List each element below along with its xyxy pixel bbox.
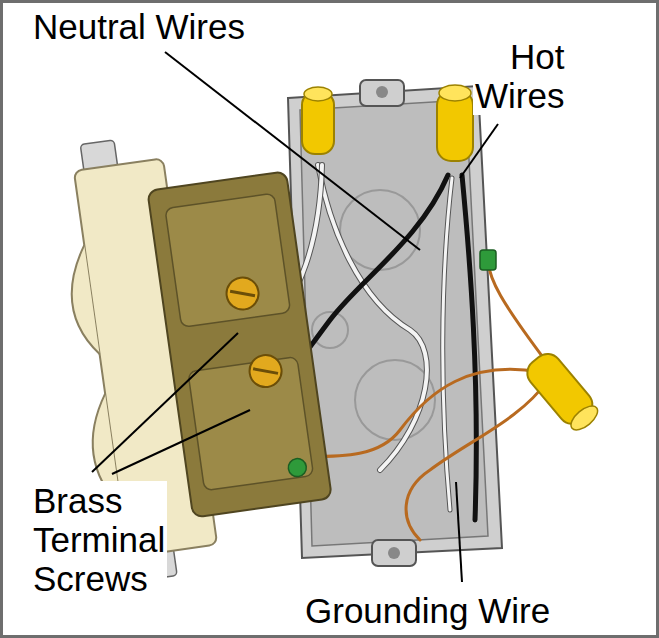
wire-label: Grounding Wire bbox=[303, 591, 552, 630]
wire-label: Hot Wires bbox=[473, 37, 566, 115]
wire-nuts bbox=[302, 85, 603, 436]
screw-label: Brass Terminal Screws bbox=[31, 481, 167, 599]
wire-label: Neutral Wires bbox=[31, 7, 247, 46]
